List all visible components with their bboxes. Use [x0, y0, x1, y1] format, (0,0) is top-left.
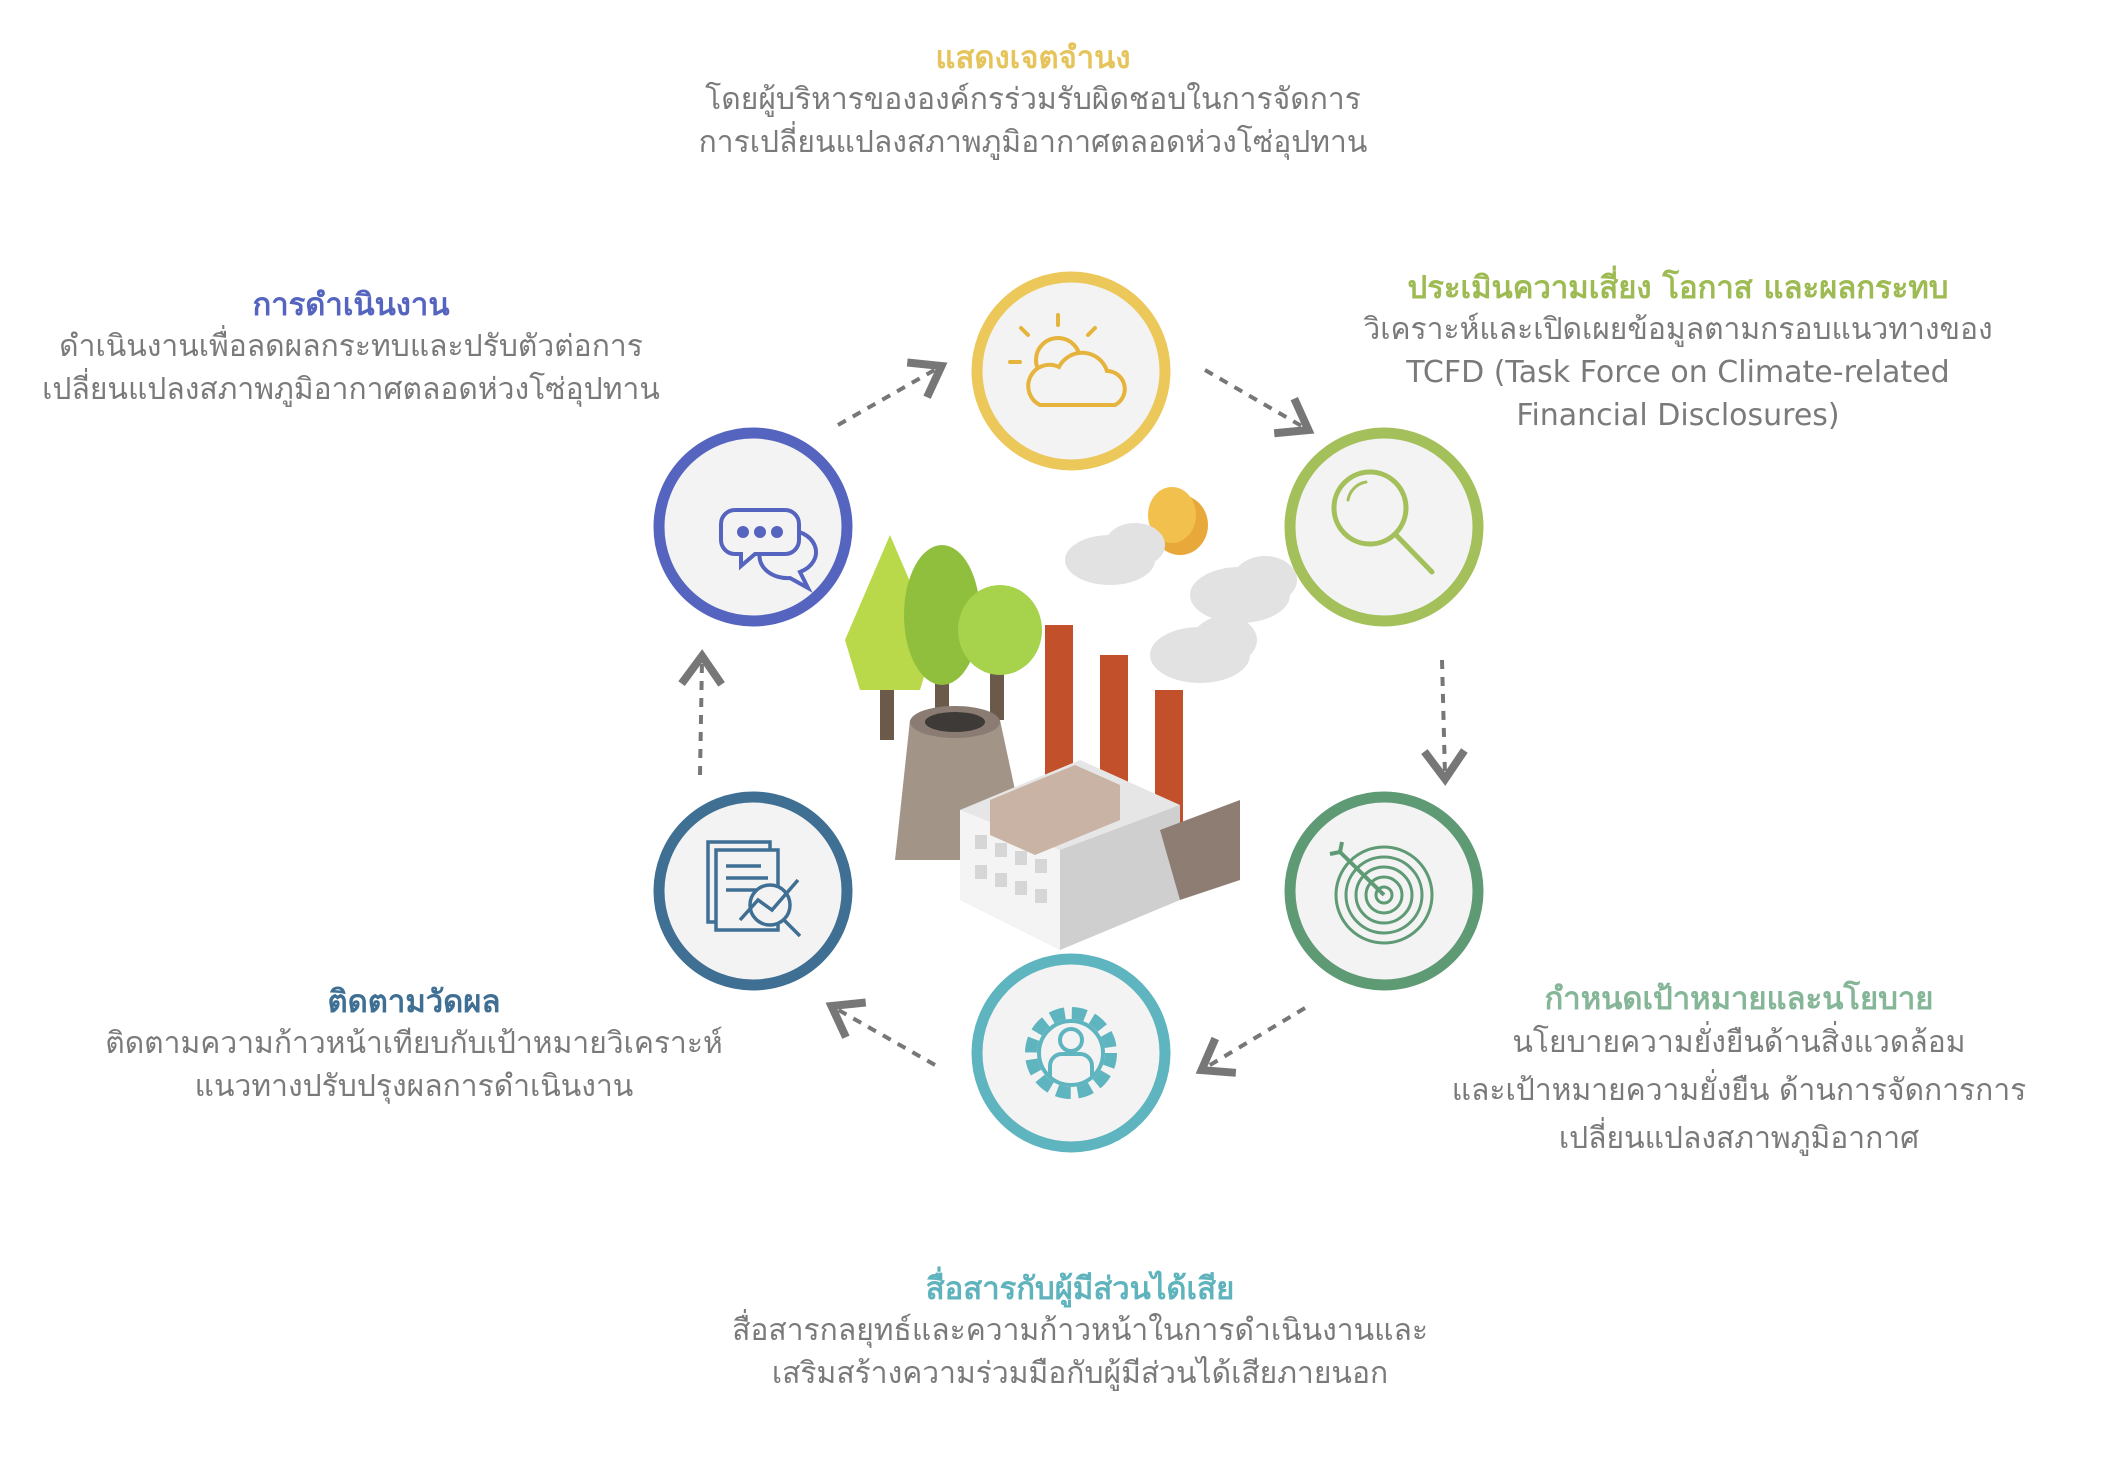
trees-icon [845, 535, 1042, 740]
step-description: ดำเนินงานเพื่อลดผลกระทบและปรับตัวต่อการ [59, 329, 643, 364]
step-title: ประเมินความเสี่ยง โอกาส และผลกระทบ [1407, 270, 1949, 306]
step-description: โดยผู้บริหารขององค์กรร่วมรับผิดชอบในการจ… [705, 82, 1361, 117]
step-targets: กำหนดเป้าหมายและนโยบาย นโยบายความยั่งยืน… [1452, 979, 2027, 1163]
step-description: การเปลี่ยนแปลงสภาพภูมิอากาศตลอดห่วงโซ่อุ… [698, 125, 1368, 160]
step-description: สื่อสารกลยุทธ์และความก้าวหน้าในการดำเนิน… [732, 1313, 1428, 1348]
step-description: และเป้าหมายความยั่งยืน ด้านการจัดการการ [1451, 1073, 2027, 1108]
arrow-governance-to-risk [1203, 368, 1315, 438]
step-title: การดำเนินงาน [252, 287, 450, 323]
arrow-monitoring-to-operations [678, 649, 725, 776]
step-description: แนวทางปรับปรุงผลการดำเนินงาน [194, 1069, 634, 1104]
chat-bubbles-icon [719, 508, 818, 593]
cloud-icon [1065, 523, 1297, 683]
step-engagement: สื่อสารกับผู้มีส่วนได้เสีย สื่อสารกลยุทธ… [732, 1269, 1428, 1395]
arrow-operations-to-governance [837, 358, 948, 427]
factory-illustration [845, 487, 1297, 950]
step-description: วิเคราะห์และเปิดเผยข้อมูลตามกรอบแนวทางขอ… [1363, 312, 1993, 347]
step-title: แสดงเจตจำนง [935, 40, 1131, 76]
sun-cloud-icon [1008, 313, 1127, 407]
step-description: TCFD (Task Force on Climate-related [1406, 355, 1950, 390]
step-risk: ประเมินความเสี่ยง โอกาส และผลกระทบ วิเคร… [1363, 268, 1992, 437]
arrow-targets-to-engagement [1195, 1006, 1307, 1077]
step-operations: การดำเนินงาน ดำเนินงานเพื่อลดผลกระทบและป… [42, 285, 660, 411]
step-description: Financial Disclosures) [1516, 398, 1840, 433]
target-icon [1329, 841, 1434, 945]
step-description: นโยบายความยั่งยืนด้านสิ่งแวดล้อม [1512, 1025, 1966, 1060]
step-description: เปลี่ยนแปลงสภาพภูมิอากาศ [1558, 1121, 1920, 1156]
step-governance: แสดงเจตจำนง โดยผู้บริหารขององค์กรร่วมรับ… [699, 38, 1368, 164]
report-analysis-icon [706, 840, 802, 938]
targets-circle [1284, 791, 1484, 991]
step-title: สื่อสารกับผู้มีส่วนได้เสีย [925, 1271, 1235, 1307]
arrow-engagement-to-monitoring [825, 998, 936, 1067]
step-description: ติดตามความก้าวหน้าเทียบกับเป้าหมายวิเครา… [105, 1026, 723, 1061]
step-title: กำหนดเป้าหมายและนโยบาย [1544, 981, 1934, 1017]
step-title: ติดตามวัดผล [327, 984, 501, 1020]
arrow-risk-to-targets [1421, 659, 1468, 786]
step-monitoring: ติดตามวัดผล ติดตามความก้าวหน้าเทียบกับเป… [105, 982, 723, 1108]
magnifier-icon [1331, 469, 1435, 575]
gear-person-icon [1025, 1007, 1117, 1099]
step-description: เสริมสร้างความร่วมมือกับผู้มีส่วนได้เสีย… [771, 1356, 1389, 1391]
risk-circle [1284, 427, 1484, 627]
step-description: เปลี่ยนแปลงสภาพภูมิอากาศตลอดห่วงโซ่อุปทา… [42, 372, 660, 407]
